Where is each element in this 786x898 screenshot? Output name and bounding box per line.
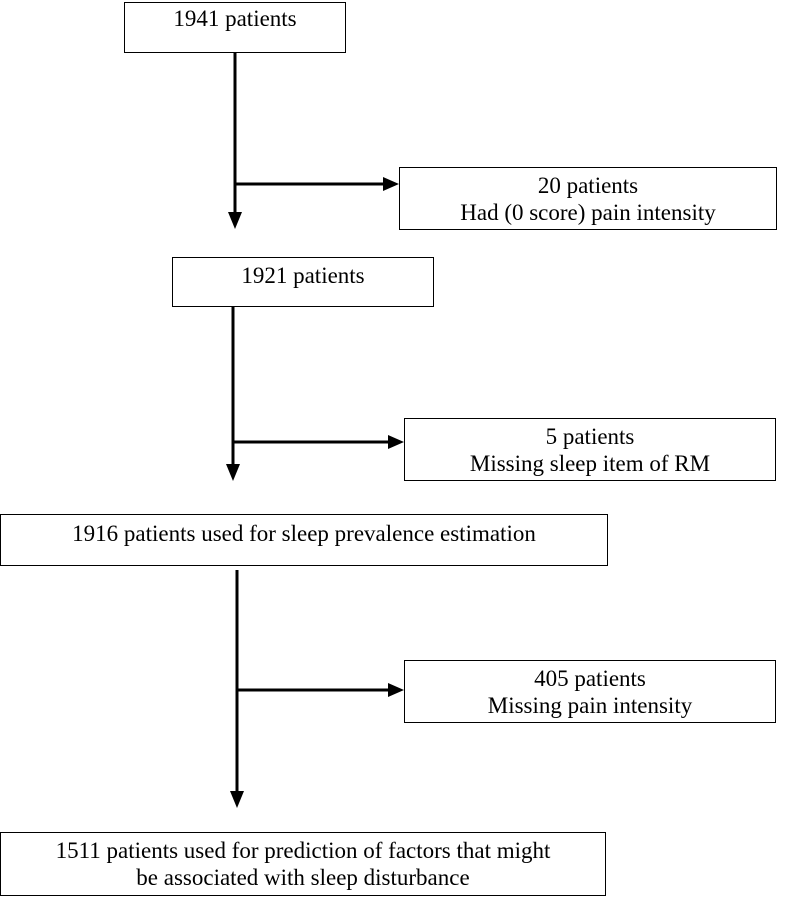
box-1921-patients: 1921 patients [172,257,434,307]
arrowhead-right-to-excluded-5 [388,435,404,449]
box-excluded-20-patients: 20 patients Had (0 score) pain intensity [399,167,777,230]
box-excluded-20-reason: Had (0 score) pain intensity [460,200,716,225]
box-1511-prediction-line1: 1511 patients used for prediction of fac… [55,838,551,863]
box-1916-prevalence-sample: 1916 patients used for sleep prevalence … [0,514,608,566]
box-excluded-20-count: 20 patients [537,173,639,198]
box-excluded-405-reason: Missing pain intensity [487,693,693,718]
box-1941-patients-label: 1941 patients [173,6,297,31]
box-1921-patients-label: 1921 patients [241,263,365,288]
box-excluded-5-count: 5 patients [545,424,635,449]
box-excluded-5-reason: Missing sleep item of RM [469,451,711,476]
box-excluded-5-patients: 5 patients Missing sleep item of RM [404,418,776,481]
arrowhead-down-to-1511 [230,791,244,808]
box-excluded-405-count: 405 patients [534,666,646,691]
box-1941-patients: 1941 patients [124,2,346,53]
box-1511-prediction-line2: be associated with sleep disturbance [136,865,470,890]
box-1511-prediction-sample: 1511 patients used for prediction of fac… [0,832,606,896]
arrowhead-right-to-excluded-405 [388,683,404,697]
arrowhead-down-to-1921 [228,212,242,229]
box-excluded-405-patients: 405 patients Missing pain intensity [404,660,776,723]
arrowhead-right-to-excluded-20 [383,177,399,191]
box-1916-prevalence-label: 1916 patients used for sleep prevalence … [72,521,536,546]
arrowhead-down-to-1916 [226,464,240,481]
